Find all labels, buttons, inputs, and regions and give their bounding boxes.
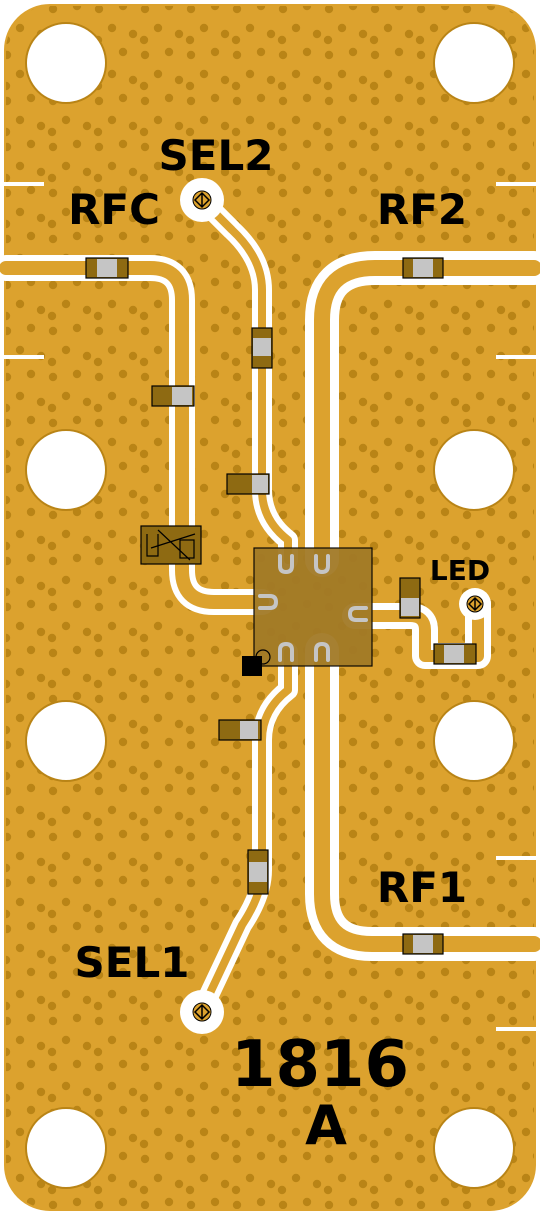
label-part-number: 1816 — [231, 1028, 409, 1102]
component-left-1 — [151, 385, 195, 407]
led-pad — [459, 588, 491, 620]
components — [85, 257, 477, 955]
component-below-ic — [218, 719, 262, 741]
diode-component — [140, 525, 202, 565]
label-sel2: SEL2 — [159, 131, 274, 180]
label-rfc: RFC — [68, 185, 160, 234]
sel2-pad — [180, 178, 224, 222]
sel1-pad — [180, 990, 224, 1034]
mounting-holes — [25, 22, 515, 1189]
resistor-led-vertical — [399, 577, 421, 619]
resistor-sel2 — [251, 327, 273, 369]
label-revision: A — [305, 1094, 347, 1157]
component-left-2 — [226, 473, 270, 495]
silkscreen-labels: SEL2 RFC RF2 LED RF1 SEL1 1816 A — [68, 131, 490, 1157]
test-pads — [180, 178, 491, 1034]
label-rf2: RF2 — [377, 185, 467, 234]
capacitor-rf1 — [402, 933, 444, 955]
resistor-sel1 — [247, 849, 269, 895]
label-rf1: RF1 — [377, 863, 467, 912]
edge-gaps — [2, 182, 538, 1031]
label-led: LED — [430, 554, 490, 587]
resistor-led-horizontal — [433, 643, 477, 665]
capacitor-rf2 — [402, 257, 444, 279]
label-sel1: SEL1 — [75, 938, 190, 987]
capacitor-rfc — [85, 257, 129, 279]
traces — [0, 190, 540, 1020]
ic-switch — [242, 547, 373, 676]
